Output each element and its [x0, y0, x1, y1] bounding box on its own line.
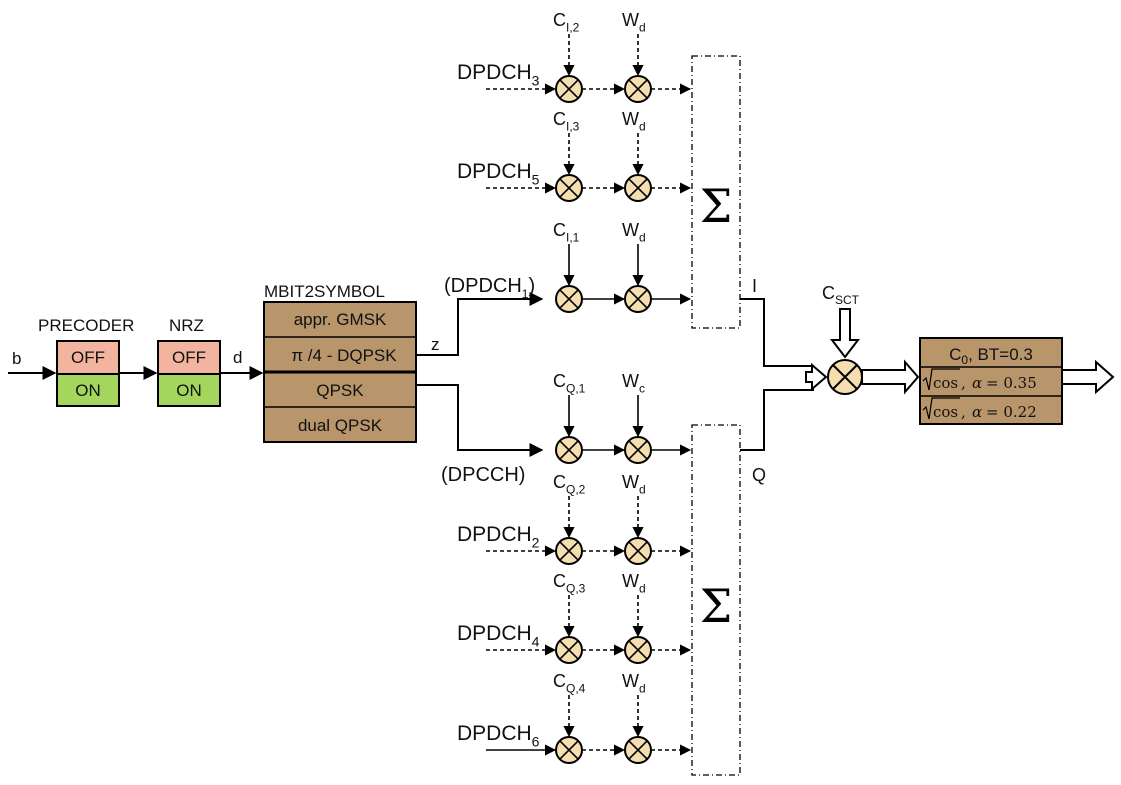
channel-label-1: DPDCH3 — [457, 61, 540, 88]
sum-symbol-q: Σ — [700, 579, 733, 633]
i-path — [740, 298, 814, 367]
mixer-icon — [624, 436, 652, 464]
mixer-icon — [555, 736, 583, 764]
walsh-label-1: Wd — [622, 10, 646, 34]
mbit2symbol-option-qpsk: QPSK — [316, 381, 364, 400]
mbit2symbol-option-gmsk: appr. GMSK — [294, 310, 387, 329]
svg-text:α: α — [972, 374, 982, 392]
mbit2symbol-option-pi4-dqpsk: π /4 - DQPSK — [291, 346, 397, 365]
upper-branch-line — [416, 292, 544, 356]
csct-arrow — [829, 308, 861, 359]
svg-text:= 0.22: = 0.22 — [986, 403, 1037, 421]
svg-text:cos: cos — [933, 374, 958, 392]
walsh-label-5: Wd — [622, 472, 646, 496]
q-label: Q — [752, 465, 766, 485]
filter-option-c0: C0, BT=0.3 — [949, 345, 1033, 367]
mixer-to-filter-arrow — [861, 359, 920, 395]
precoder-on-label: ON — [75, 381, 101, 400]
mixer-icon — [624, 636, 652, 664]
walsh-label-3: Wd — [622, 220, 646, 244]
svg-text:cos: cos — [933, 403, 958, 421]
mixer-icon — [555, 436, 583, 464]
code-label-4: CQ,1 — [553, 371, 586, 395]
channel-label-7: DPDCH6 — [457, 722, 540, 749]
dpcch-label: (DPCCH) — [441, 464, 525, 486]
mixer-icon — [624, 537, 652, 565]
mixer-icon — [555, 636, 583, 664]
svg-text:,: , — [961, 403, 966, 421]
walsh-label-2: Wd — [622, 109, 646, 133]
mixer-icon — [555, 75, 583, 103]
filter-option-sqrt-cos-022: cos , α = 0.22 — [922, 397, 1037, 421]
channel-label-2: DPDCH5 — [457, 160, 540, 187]
channel-label-5: DPDCH2 — [457, 523, 540, 550]
mixer-icon — [555, 174, 583, 202]
lower-branch-line — [416, 384, 544, 457]
nrz-title: NRZ — [169, 316, 204, 335]
svg-text:α: α — [972, 403, 982, 421]
mixer-icon — [624, 174, 652, 202]
mixer-icon — [624, 75, 652, 103]
sum-symbol-i: Σ — [700, 179, 733, 233]
csct-label: CSCT — [822, 283, 860, 307]
code-label-2: CI,3 — [553, 109, 580, 133]
precoder-on-cell — [56, 373, 120, 407]
channel-label-6: DPDCH4 — [457, 622, 540, 649]
code-label-6: CQ,3 — [553, 571, 586, 595]
mbit2symbol-title: MBIT2SYMBOL — [264, 282, 385, 301]
walsh-label-6: Wd — [622, 571, 646, 595]
code-label-7: CQ,4 — [553, 671, 586, 695]
nrz-on-label: ON — [176, 381, 202, 400]
code-label-1: CI,2 — [553, 10, 580, 34]
code-label-5: CQ,2 — [553, 472, 586, 496]
filter-box — [919, 337, 1063, 425]
nrz-on-cell — [157, 373, 221, 407]
svg-text:= 0.35: = 0.35 — [986, 374, 1037, 392]
mixer-icon — [624, 736, 652, 764]
svg-text:,: , — [961, 374, 966, 392]
mixer-icon — [555, 285, 583, 313]
i-label: I — [752, 276, 757, 296]
output-arrow — [1061, 359, 1115, 395]
d-label: d — [233, 348, 242, 367]
precoder-off-label: OFF — [71, 348, 105, 367]
nrz-off-label: OFF — [172, 348, 206, 367]
precoder-title: PRECODER — [38, 316, 134, 335]
walsh-label-7: Wd — [622, 671, 646, 695]
nrz-off-cell — [157, 340, 221, 375]
filter-option-sqrt-cos-035: cos , α = 0.35 — [922, 368, 1037, 392]
mixer-icon — [624, 285, 652, 313]
z-label: z — [431, 335, 440, 354]
input-label-b: b — [12, 349, 21, 368]
q-path — [740, 389, 814, 451]
dpdch1-label: (DPDCH1) — [444, 275, 535, 301]
sum-box-i — [691, 55, 741, 329]
walsh-label-4: Wc — [622, 371, 645, 395]
sum-box-q — [691, 424, 741, 776]
iq-arrowhead — [805, 362, 828, 392]
mixer-icon — [555, 537, 583, 565]
mbit2symbol-option-dual-qpsk: dual QPSK — [298, 416, 383, 435]
code-label-3: CI,1 — [553, 220, 580, 244]
